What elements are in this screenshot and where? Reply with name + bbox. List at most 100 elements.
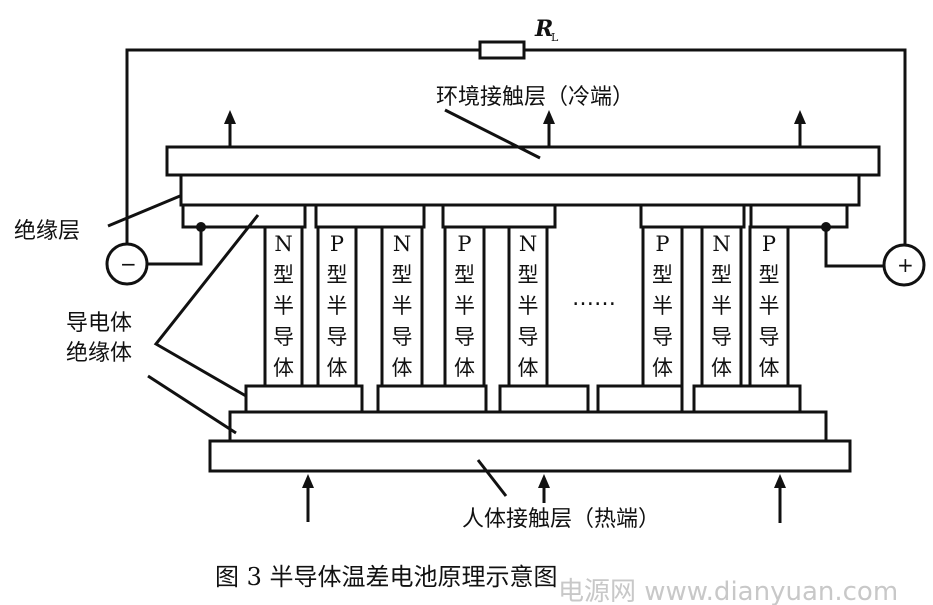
leg-label-char: N: [712, 232, 730, 256]
insulator-leader: [147, 374, 237, 435]
arrow-up-icon: [794, 110, 806, 147]
leg-label-char: 体: [392, 356, 413, 380]
leg-label-char: 型: [273, 263, 294, 287]
leg-label-char: 半: [273, 294, 294, 318]
insulation-layer-leader: [107, 194, 181, 228]
leg-body: [380, 225, 424, 388]
negative-junction-dot: [196, 222, 206, 232]
cold-side-arrows: [224, 110, 806, 147]
top-conductors: [181, 203, 849, 229]
circuit-wire-left: [125, 48, 480, 244]
leg-label-char: 体: [652, 356, 673, 380]
leg-label-char: 导: [759, 325, 780, 349]
hot-side-arrows: [302, 474, 786, 523]
leg-label-char: 体: [273, 356, 294, 380]
leg-label-char: 体: [759, 356, 780, 380]
hot-layer-leader: [476, 459, 508, 497]
leg-body: [263, 225, 304, 388]
leg-label-char: N: [274, 232, 292, 256]
leg-body: [507, 225, 549, 388]
watermark: 电源网 www.dianyuan.com: [558, 577, 898, 605]
leg-body: [443, 225, 486, 388]
leg-body: [316, 225, 358, 388]
positive-lead: [824, 228, 884, 268]
cold-layer-leader: [444, 108, 541, 160]
negative-lead: [148, 228, 203, 266]
hot-layer-label: 人体接触层（热端）: [462, 507, 660, 532]
conductor: [692, 384, 802, 414]
figure-caption: 图 3 半导体温差电池原理示意图: [215, 563, 558, 591]
ellipsis: ……: [572, 286, 616, 311]
positive-terminal: [882, 243, 926, 287]
leg-label-char: N: [519, 232, 537, 256]
leg-label-char: 体: [518, 356, 539, 380]
conductor: [498, 384, 590, 414]
arrow-up-icon: [543, 110, 555, 147]
arrow-up-icon: [224, 110, 236, 147]
leg-label-char: 半: [711, 294, 732, 318]
conductor: [244, 384, 364, 414]
arrow-up-icon: [774, 474, 786, 523]
leg-label-char: 导: [518, 325, 539, 349]
hot-contact-layer: [208, 439, 852, 473]
leg-label-char: 型: [711, 263, 732, 287]
conductor: [181, 203, 307, 229]
insulation-layer-label: 绝缘层: [14, 219, 80, 244]
leg-label-char: 导: [652, 325, 673, 349]
conductor: [376, 384, 488, 414]
leg-label-char: 半: [392, 294, 413, 318]
leg-label-char: 型: [518, 263, 539, 287]
plus-icon: +: [897, 253, 914, 277]
conductor: [314, 203, 426, 229]
arrow-up-icon: [538, 474, 550, 503]
conductor: [596, 384, 684, 414]
bottom-conductors: [244, 384, 802, 414]
leg-label-char: 导: [327, 325, 348, 349]
leg-label-char: P: [655, 232, 669, 256]
resistor-subscript: L: [551, 31, 559, 44]
leg-label-char: 体: [711, 356, 732, 380]
leg-label-char: 导: [392, 325, 413, 349]
leg-label-char: 型: [392, 263, 413, 287]
arrow-up-icon: [302, 474, 314, 522]
negative-terminal: [105, 242, 149, 286]
leg-label-char: 导: [273, 325, 294, 349]
leg-label-char: 半: [454, 294, 475, 318]
positive-junction-dot: [821, 222, 831, 232]
leg-label-char: P: [457, 232, 471, 256]
leg-label-char: 导: [454, 325, 475, 349]
leg-label-char: 导: [711, 325, 732, 349]
leg-label-char: 型: [759, 263, 780, 287]
leg-label-char: 半: [327, 294, 348, 318]
conductor-label: 导电体: [66, 311, 132, 336]
leg-label-char: 体: [454, 356, 475, 380]
conductor: [441, 203, 557, 229]
leg-label-char: 型: [454, 263, 475, 287]
leg-label-char: 型: [327, 263, 348, 287]
cold-contact-layer: [165, 145, 881, 177]
leg-label-char: 体: [327, 356, 348, 380]
load-resistor: [478, 40, 526, 60]
leg-label-char: 型: [652, 263, 673, 287]
bottom-insulation-layer: [228, 410, 828, 443]
conductor-leader: [153, 214, 260, 398]
conductor: [749, 203, 849, 229]
leg-label-char: 半: [652, 294, 673, 318]
cold-layer-label: 环境接触层（冷端）: [436, 85, 634, 110]
minus-icon: −: [120, 252, 137, 276]
top-insulation-layer: [179, 173, 861, 207]
resistor-label: R: [534, 16, 553, 42]
leg-label-char: N: [393, 232, 411, 256]
leg-label-char: P: [330, 232, 344, 256]
leg-label-char: 半: [759, 294, 780, 318]
leg-label-char: P: [762, 232, 776, 256]
